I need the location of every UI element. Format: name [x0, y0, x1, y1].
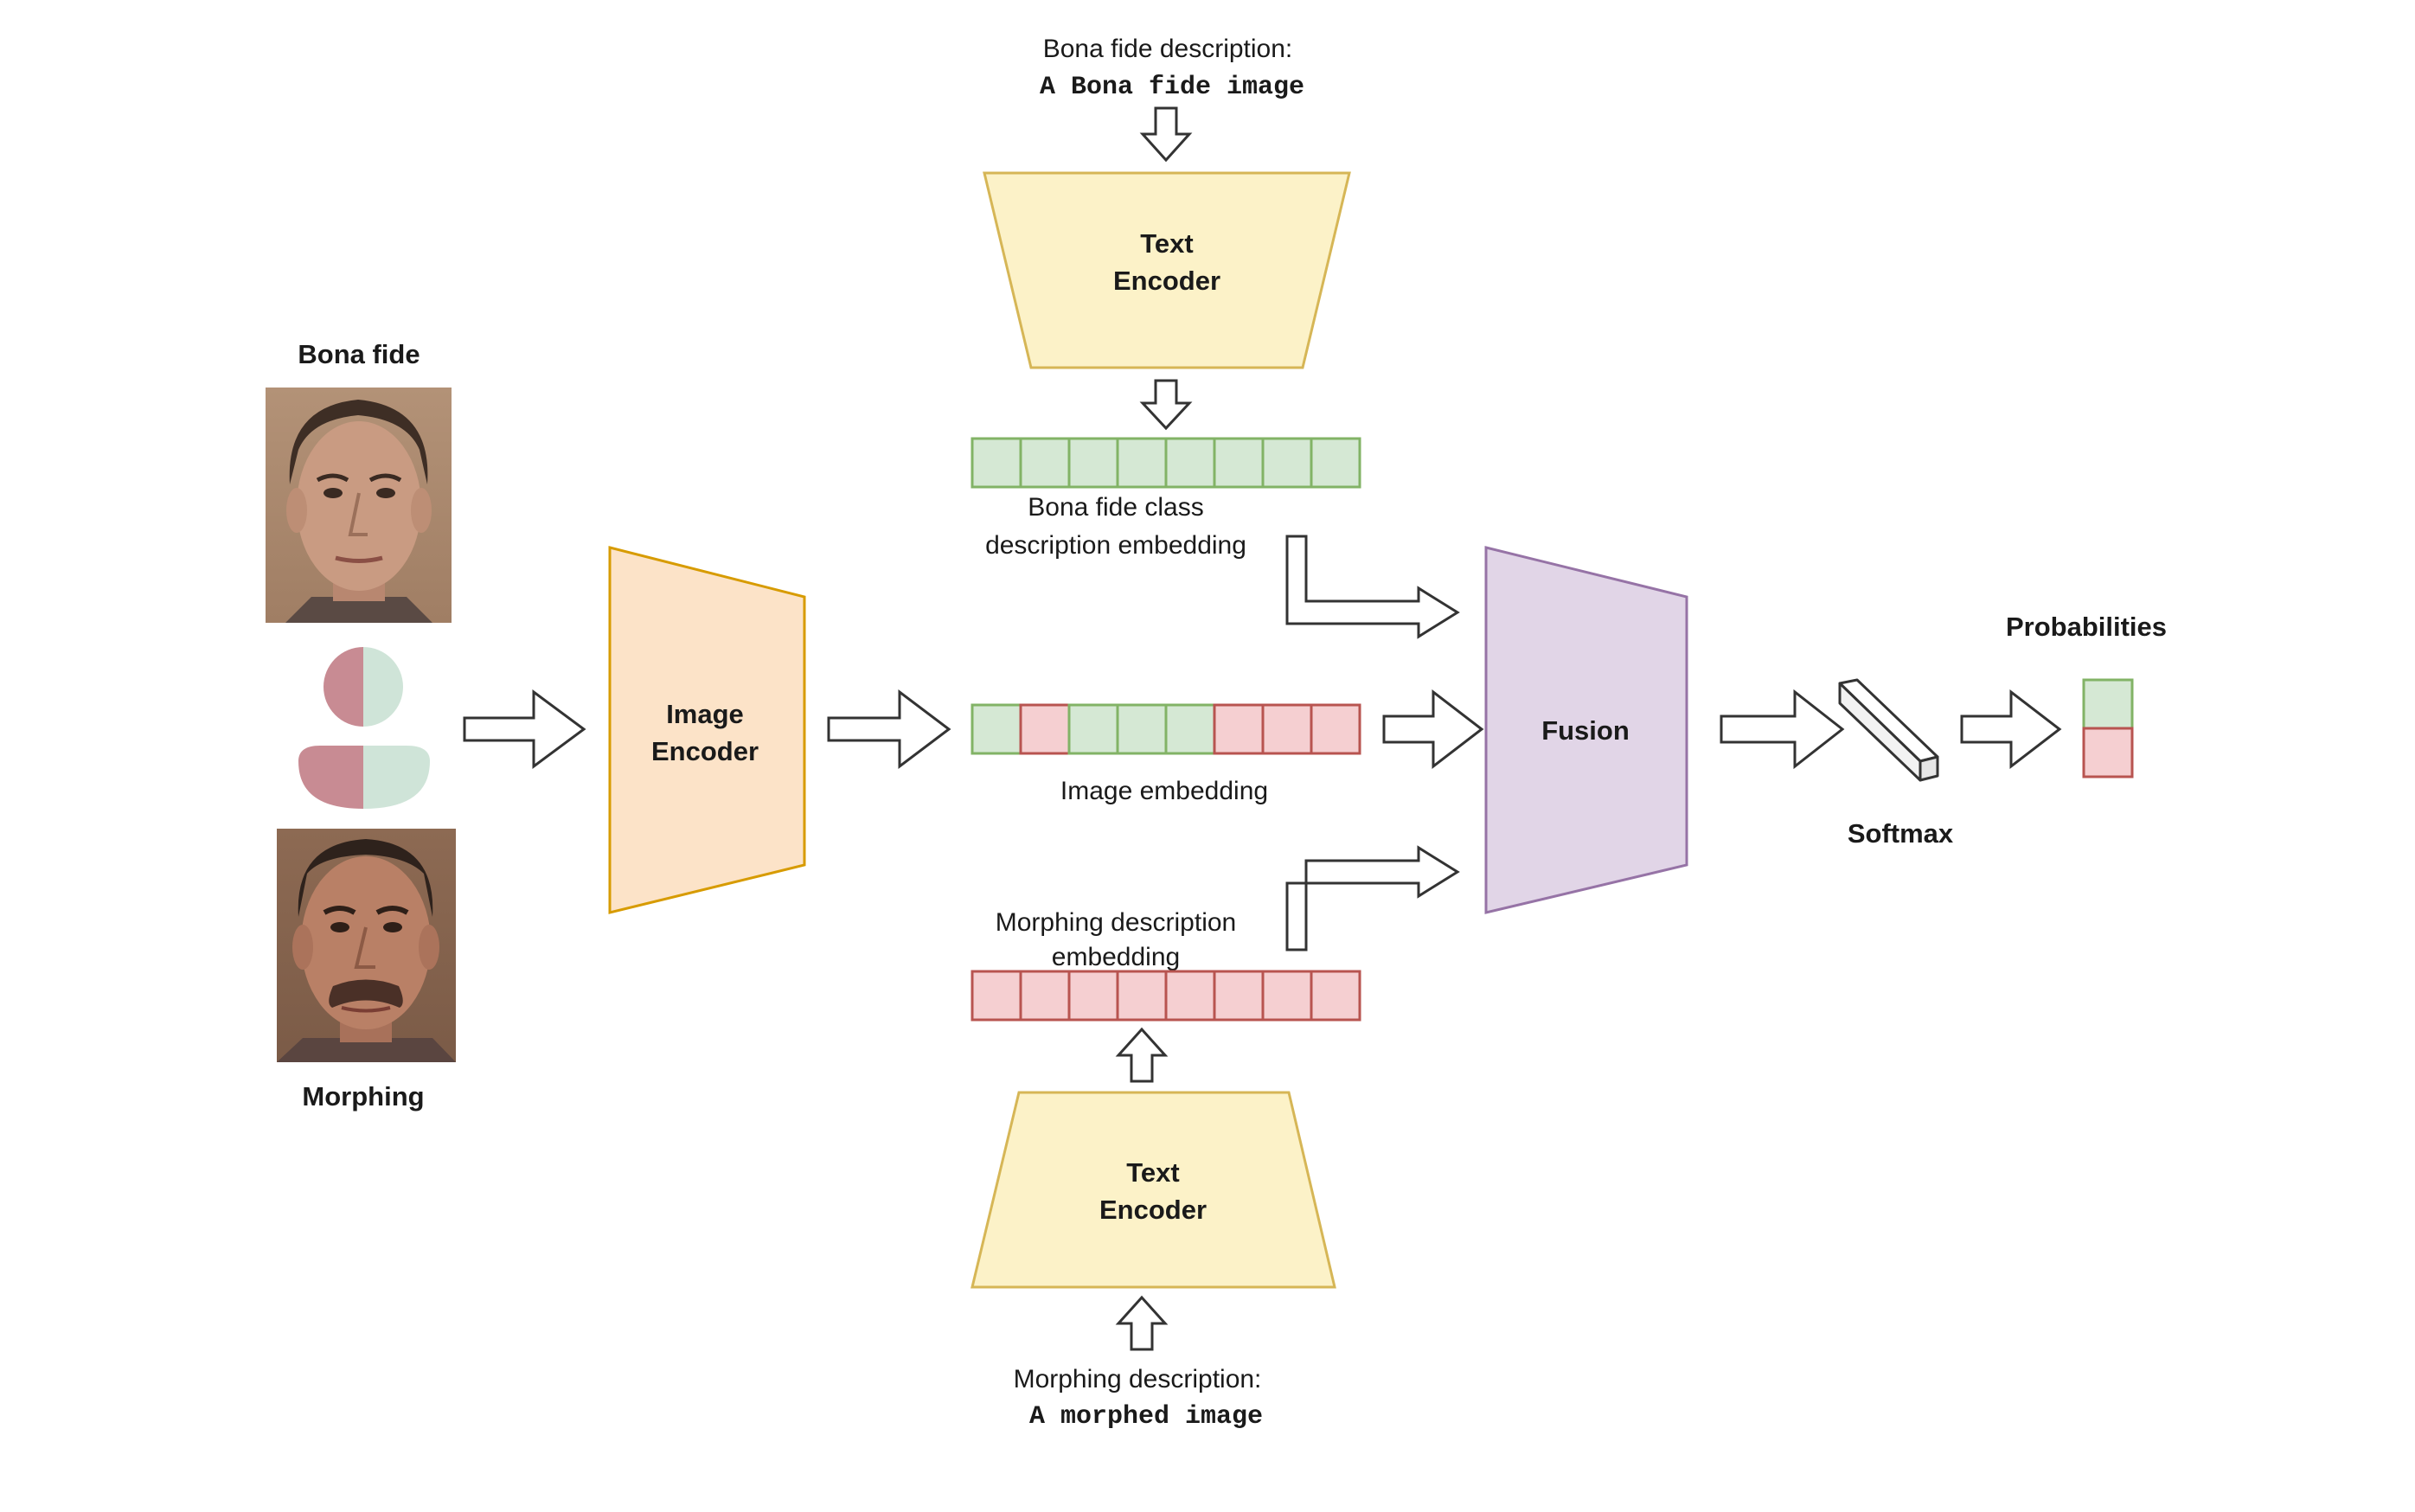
embedding-cell-bona: [1310, 437, 1361, 489]
embedding-cell-bona: [1067, 703, 1119, 755]
top-text-encoder-label-line2: Encoder: [1113, 266, 1220, 296]
morphing-face-photo: [277, 829, 456, 1062]
arrow-right-icon: [1960, 689, 2062, 770]
top-text-encoder-label-line1: Text: [1140, 228, 1193, 259]
embedding-cell-morph: [1213, 970, 1265, 1022]
embedding-cell-bona: [1261, 437, 1313, 489]
embedding-cell-bona: [1067, 437, 1119, 489]
softmax-bar-icon: [1838, 678, 1939, 782]
embedding-cell-morph: [1019, 970, 1071, 1022]
arrow-right-icon: [1382, 689, 1484, 770]
arrow-right-icon: [463, 689, 586, 769]
morphing-description-embedding-vector: [970, 970, 1361, 1022]
morphing-title: Morphing: [302, 1081, 424, 1112]
arrow-down-icon: [1139, 106, 1193, 163]
embedding-cell-bona: [1213, 437, 1265, 489]
embedding-cell-morph: [2082, 727, 2134, 778]
embedding-cell-morph: [1116, 970, 1168, 1022]
arrow-right-icon: [1720, 689, 1845, 770]
probabilities-title: Probabilities: [2006, 612, 2167, 642]
embedding-cell-bona: [970, 437, 1022, 489]
morph-embedding-label-line2: embedding: [1052, 943, 1180, 971]
embedding-cell-bona: [1116, 437, 1168, 489]
arrow-bent-right-icon: [1285, 845, 1460, 951]
embedding-cell-morph: [1213, 703, 1265, 755]
bona-fide-face-photo: [266, 388, 452, 623]
probabilities-vector: [2082, 678, 2134, 778]
arrow-right-icon: [827, 689, 951, 770]
image-embedding-label: Image embedding: [1060, 777, 1268, 805]
image-embedding-vector: [970, 703, 1361, 755]
image-encoder-block: [608, 546, 806, 914]
embedding-cell-morph: [1067, 970, 1119, 1022]
fusion-label: Fusion: [1541, 715, 1630, 746]
arrow-up-icon: [1115, 1295, 1169, 1351]
bona-fide-embedding-label-line2: description embedding: [985, 531, 1246, 560]
embedding-cell-morph: [970, 970, 1022, 1022]
fusion-block: [1484, 546, 1688, 914]
embedding-cell-morph: [1261, 703, 1313, 755]
bona-fide-embedding-label-line1: Bona fide class: [1028, 493, 1203, 522]
image-encoder-label-line2: Encoder: [651, 736, 759, 766]
bottom-text-encoder-block: [970, 1091, 1336, 1289]
embedding-cell-morph: [1019, 703, 1071, 755]
morphing-prompt-label: Morphing description:: [1014, 1365, 1262, 1393]
embedding-cell-bona: [1116, 703, 1168, 755]
embedding-cell-bona: [970, 703, 1022, 755]
morph-icon: [298, 647, 430, 809]
embedding-cell-bona: [1164, 703, 1216, 755]
softmax-label: Softmax: [1848, 818, 1954, 849]
bottom-text-encoder-label-line2: Encoder: [1099, 1195, 1207, 1225]
image-encoder-label-line1: Image: [666, 699, 744, 729]
embedding-cell-bona: [1019, 437, 1071, 489]
bona-fide-title: Bona fide: [298, 339, 420, 369]
embedding-cell-morph: [1261, 970, 1313, 1022]
arrow-bent-right-icon: [1285, 535, 1460, 639]
embedding-cell-bona: [2082, 678, 2134, 730]
morph-embedding-label-line1: Morphing description: [996, 908, 1236, 937]
embedding-cell-morph: [1310, 970, 1361, 1022]
bona-fide-prompt-value: A Bona fide image: [1040, 73, 1304, 102]
arrow-up-icon: [1115, 1027, 1169, 1083]
morphing-prompt-value: A morphed image: [1029, 1402, 1263, 1432]
bottom-text-encoder-label-line1: Text: [1126, 1157, 1179, 1188]
embedding-cell-morph: [1310, 703, 1361, 755]
top-text-encoder-block: [983, 171, 1351, 369]
arrow-down-icon: [1139, 379, 1193, 431]
embedding-cell-morph: [1164, 970, 1216, 1022]
bona-fide-prompt-label: Bona fide description:: [1043, 35, 1293, 63]
embedding-cell-bona: [1164, 437, 1216, 489]
bona-fide-class-embedding-vector: [970, 437, 1361, 489]
